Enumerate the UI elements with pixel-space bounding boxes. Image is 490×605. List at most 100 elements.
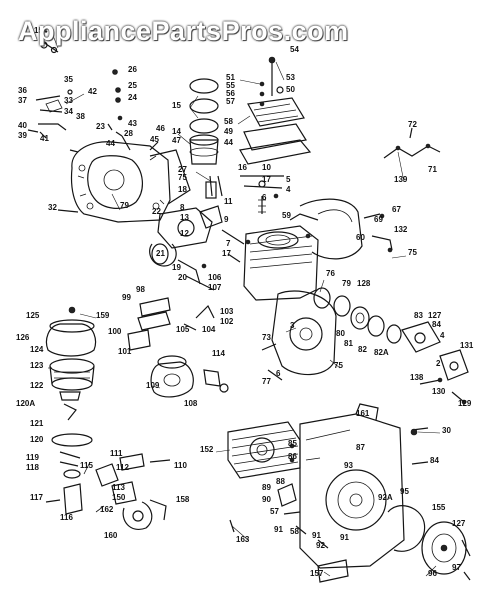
part-label: 87 — [356, 443, 365, 452]
valve-train — [240, 175, 284, 214]
part-label: 114 — [212, 349, 225, 358]
part-label: 95 — [400, 487, 409, 496]
part-label: 50 — [286, 85, 295, 94]
part-label: 128 — [357, 279, 371, 288]
part-label: 92 — [316, 541, 325, 550]
part-label: 126 — [16, 333, 30, 342]
part-label: 11 — [224, 197, 233, 206]
part-label: 108 — [184, 399, 198, 408]
part-label: 96 — [428, 569, 437, 578]
part-label: 124 — [30, 345, 44, 354]
part-label: 160 — [104, 531, 118, 540]
part-label: 21 — [156, 249, 165, 258]
part-label: 12 — [180, 229, 189, 238]
bearing-set — [313, 287, 402, 344]
part-label: 110 — [174, 461, 187, 470]
part-label: 53 — [286, 73, 295, 82]
part-label: 46 — [156, 124, 165, 133]
part-label: 125 — [26, 311, 40, 320]
part-label: 127 — [452, 519, 466, 528]
part-label: 99 — [122, 293, 131, 302]
part-label: 121 — [30, 419, 44, 428]
part-label: 42 — [88, 87, 97, 96]
part-label: 91 — [312, 531, 321, 540]
part-label: 85 — [288, 439, 297, 448]
part-label: 102 — [220, 317, 234, 326]
recoil-starter — [387, 427, 471, 581]
part-label: 154 — [34, 26, 48, 35]
part-label: 97 — [452, 563, 461, 572]
part-label: 77 — [262, 377, 271, 386]
part-label: 25 — [128, 81, 137, 90]
part-label: 80 — [336, 329, 345, 338]
part-label: 101 — [118, 347, 132, 356]
part-label: 100 — [108, 327, 122, 336]
part-label: 73 — [262, 333, 271, 342]
part-label: 113 — [112, 483, 125, 492]
piston-rings — [189, 78, 223, 199]
part-label: 123 — [30, 361, 44, 370]
part-label: 86 — [288, 452, 297, 461]
part-label: 57 — [226, 97, 235, 106]
part-label: 8 — [180, 203, 185, 212]
part-label: 129 — [458, 399, 472, 408]
right-side-assembly — [401, 321, 469, 405]
part-label: 55 — [226, 81, 235, 90]
tank-strap — [383, 127, 441, 159]
part-label: 67 — [392, 205, 401, 214]
part-label: 88 — [276, 477, 285, 486]
cylinder-block — [243, 213, 319, 301]
part-label: 106 — [208, 273, 222, 282]
part-label: 34 — [64, 107, 73, 116]
part-label: 3 — [290, 321, 295, 330]
part-label: 38 — [76, 112, 85, 121]
part-label: 117 — [30, 493, 43, 502]
part-label: 60 — [356, 233, 365, 242]
part-label: 89 — [262, 483, 271, 492]
part-label: 18 — [178, 185, 187, 194]
part-label: 82 — [358, 345, 367, 354]
part-label: 6 — [262, 193, 267, 202]
part-label: 72 — [408, 120, 417, 129]
part-label: 161 — [356, 409, 370, 418]
part-label: 91 — [340, 533, 349, 542]
part-label: 91 — [274, 525, 283, 534]
part-label: 57 — [270, 507, 279, 516]
part-label: 69 — [374, 215, 383, 224]
part-label: 92A — [378, 493, 393, 502]
part-label: 16 — [238, 163, 247, 172]
part-label: 40 — [18, 121, 27, 130]
part-label: 36 — [18, 86, 27, 95]
part-label: 20 — [178, 273, 187, 282]
part-label: 163 — [236, 535, 250, 544]
part-label: 115 — [80, 461, 93, 470]
part-label: 138 — [410, 373, 424, 382]
part-label: 157 — [310, 569, 324, 578]
part-label: 119 — [26, 453, 39, 462]
part-label: 150 — [112, 493, 126, 502]
part-label: 54 — [290, 45, 299, 54]
part-label: 2 — [436, 359, 441, 368]
part-label: 162 — [100, 505, 114, 514]
part-label: 120A — [16, 399, 35, 408]
part-label: 111 — [110, 449, 123, 458]
cylinder-shroud — [299, 198, 393, 260]
part-label: 59 — [282, 211, 291, 220]
part-label: 116 — [60, 513, 73, 522]
part-label: 33 — [64, 96, 73, 105]
part-label: 75 — [408, 248, 417, 257]
part-label: 39 — [18, 131, 27, 140]
part-label: 122 — [30, 381, 44, 390]
part-label: 130 — [432, 387, 446, 396]
part-label: 6 — [276, 369, 281, 378]
part-label: 9 — [224, 215, 229, 224]
part-label: 35 — [64, 75, 73, 84]
part-label: 103 — [220, 307, 234, 316]
part-label: 58 — [224, 117, 233, 126]
part-label: 14 — [172, 127, 181, 136]
part-label: 127 — [428, 311, 442, 320]
flywheel-housing — [261, 290, 337, 381]
part-label: 44 — [224, 138, 233, 147]
